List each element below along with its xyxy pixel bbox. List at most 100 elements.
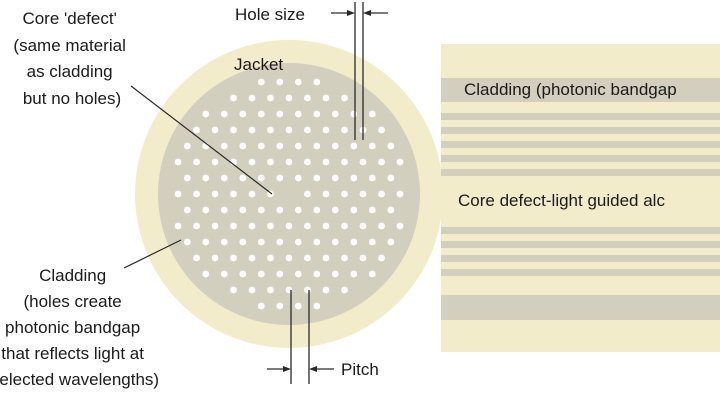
hole [378, 158, 385, 166]
hole [313, 110, 321, 118]
hole [183, 142, 191, 150]
hole-size-arrow-right [363, 10, 371, 16]
side-hole-line [441, 113, 720, 120]
hole [368, 206, 376, 214]
hole [276, 302, 284, 310]
hole [378, 190, 385, 198]
hole [267, 254, 274, 262]
hole [239, 270, 247, 278]
side-hole-line [441, 269, 720, 276]
hole [220, 206, 228, 214]
core-label-line: as cladding [27, 62, 113, 81]
hole [378, 254, 385, 262]
hole [341, 190, 348, 198]
hole [267, 94, 274, 102]
side-cladding-label: Cladding (photonic bandgap [464, 80, 677, 99]
hole [368, 238, 376, 246]
hole [285, 126, 293, 134]
hole [248, 158, 256, 166]
hole [257, 206, 265, 214]
hole [257, 110, 265, 118]
hole [230, 126, 237, 134]
hole [350, 206, 358, 214]
hole [304, 286, 311, 294]
hole [230, 222, 237, 230]
hole [267, 222, 274, 230]
hole [396, 190, 404, 198]
hole [202, 270, 210, 278]
hole [396, 158, 404, 166]
hole [304, 254, 311, 262]
hole [341, 126, 348, 134]
core-leader-line [130, 85, 273, 195]
hole [331, 270, 339, 278]
side-hole-line [441, 155, 720, 162]
hole [267, 126, 274, 134]
hole [248, 254, 256, 262]
hole [396, 222, 404, 230]
side-cladding-band [441, 295, 720, 320]
side-hole-line [441, 227, 720, 234]
hole [211, 254, 219, 262]
hole-size-arrow-left [347, 10, 355, 16]
hole [313, 78, 321, 86]
hole [239, 238, 247, 246]
hole [350, 238, 358, 246]
hole [294, 206, 302, 214]
cladding-label-line: that reflects light at [1, 344, 144, 363]
pitch-arrow-left [283, 366, 291, 372]
hole [294, 110, 302, 118]
hole [294, 174, 302, 182]
hole [193, 254, 200, 262]
hole [183, 206, 191, 214]
hole [313, 174, 321, 182]
hole [230, 94, 237, 102]
hole [331, 238, 339, 246]
hole [257, 270, 265, 278]
hole [211, 126, 219, 134]
hole [220, 238, 228, 246]
hole [174, 158, 182, 166]
hole [322, 94, 330, 102]
hole [359, 254, 367, 262]
hole [322, 286, 330, 294]
hole [359, 190, 367, 198]
hole [202, 174, 210, 182]
hole [331, 142, 339, 150]
side-hole-line [441, 241, 720, 248]
side-cladding-band [441, 78, 720, 102]
hole [193, 222, 200, 230]
hole [193, 190, 200, 198]
hole [239, 142, 247, 150]
side-hole-line [441, 255, 720, 262]
hole [230, 286, 237, 294]
hole [276, 110, 284, 118]
core-label-line: but no holes) [23, 89, 121, 108]
side-view [441, 44, 720, 352]
cladding-leader-line [123, 239, 182, 269]
hole [341, 254, 348, 262]
hole [304, 126, 311, 134]
hole [220, 270, 228, 278]
jacket-label: Jacket [234, 55, 283, 74]
hole [350, 110, 358, 118]
core-label: Core 'defect' (same material as cladding… [13, 9, 130, 108]
hole [202, 206, 210, 214]
hole [387, 206, 395, 214]
hole [193, 158, 200, 166]
hole [294, 270, 302, 278]
hole [304, 190, 311, 198]
hole [387, 142, 395, 150]
hole [202, 238, 210, 246]
pitch-arrow-right [309, 366, 317, 372]
hole [313, 302, 321, 310]
hole [313, 238, 321, 246]
hole [183, 238, 191, 246]
hole [220, 142, 228, 150]
hole [285, 222, 293, 230]
hole [183, 174, 191, 182]
side-hole-line [441, 141, 720, 148]
hole [239, 110, 247, 118]
hole [350, 142, 358, 150]
